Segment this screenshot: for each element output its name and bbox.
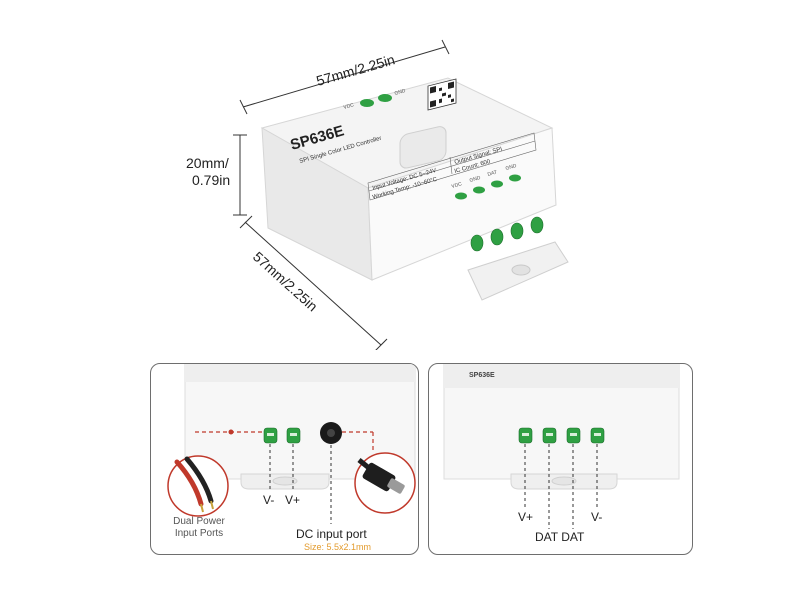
left-vminus-label: V-	[263, 493, 275, 507]
dual-power-panel: V- V+ Dual Power Input Ports DC input po…	[150, 363, 419, 555]
dual-power-label: Dual Power Input Ports	[164, 516, 234, 540]
width-label: 57mm/2.25in	[314, 51, 396, 89]
height-label-line2: 0.79in	[192, 172, 230, 188]
data-output-illustration: SP636E	[443, 364, 680, 529]
top-gnd-label: GND	[394, 88, 407, 97]
product-illustration: SP636E SPI Single Color LED Controller I…	[186, 39, 569, 350]
depth-dimension-line	[239, 215, 388, 350]
dual-power-line2: Input Ports	[174, 528, 224, 539]
pin-label-4: GND	[505, 163, 518, 172]
right-vminus-label: V-	[591, 510, 603, 524]
dc-input-port-label: DC input port	[296, 527, 367, 541]
output-ports	[470, 216, 544, 252]
right-dat-dat-label: DAT DAT	[535, 530, 585, 544]
qr-code	[427, 78, 457, 111]
left-vplus-label: V+	[285, 493, 301, 507]
height-dimension-line	[233, 134, 247, 216]
dc-plug-zoom-icon	[354, 452, 416, 514]
wires-zoom-icon	[167, 455, 229, 517]
pin-label-3: DAT	[487, 169, 498, 177]
data-output-panel: SP636E V+ V- DAT DAT	[428, 363, 693, 555]
width-dimension-line	[239, 39, 450, 115]
top-vdc-label: VDC	[343, 102, 355, 111]
dual-power-illustration	[167, 364, 416, 524]
dual-power-line1: Dual Power	[173, 516, 225, 527]
right-vplus-label: V+	[518, 510, 534, 524]
height-label-line1: 20mm/	[186, 155, 229, 171]
dc-size-label: Size: 5.5x2.1mm	[304, 542, 372, 552]
pin-label-2: GND	[469, 175, 482, 184]
right-model-text: SP636E	[469, 372, 495, 379]
pin-label-1: VDC	[451, 181, 463, 190]
controller-device	[260, 77, 569, 301]
